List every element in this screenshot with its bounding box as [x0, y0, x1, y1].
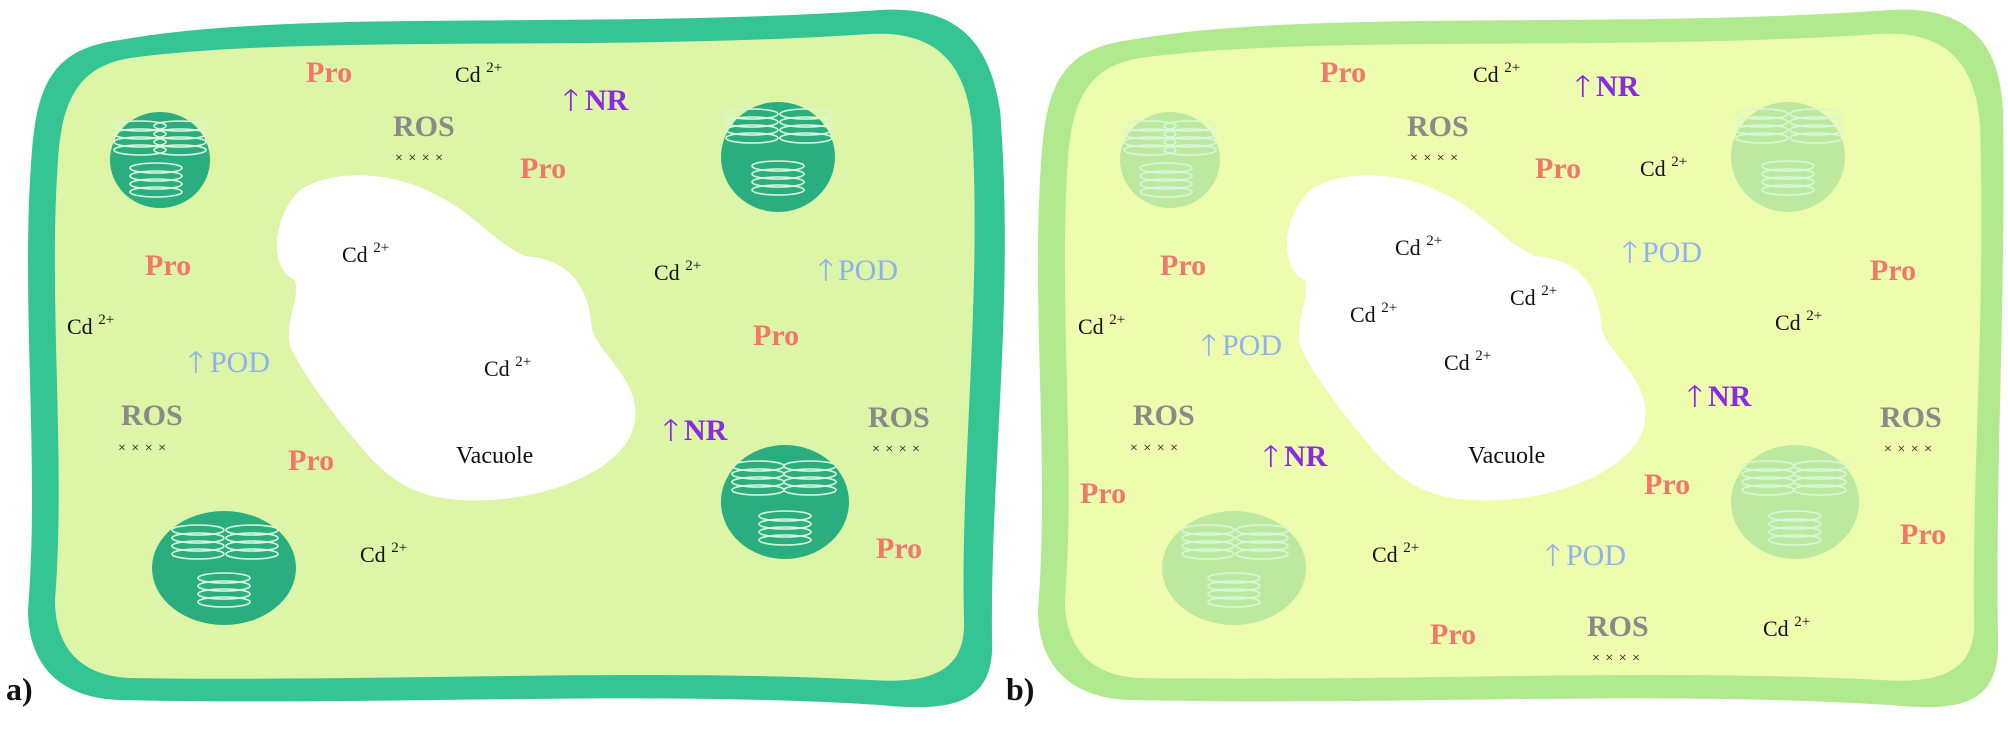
ros-particles: × × × × [1884, 442, 1933, 457]
panel-b-chloroplast-3 [1162, 511, 1306, 625]
ros-label: ROS [1880, 401, 1942, 434]
up-arrow-icon: 🡑 [1545, 539, 1561, 572]
cadmium-ion-label: Cd 2+ [1078, 312, 1125, 339]
pod-label: POD [1222, 329, 1282, 362]
panel-a-chloroplast-1 [110, 112, 210, 208]
cadmium-ion-label: Cd 2+ [1372, 540, 1419, 567]
nr-increase: 🡑 NR [1687, 380, 1752, 413]
nr-label: NR [1708, 380, 1752, 413]
nr-label: NR [1284, 440, 1328, 473]
up-arrow-icon: 🡑 [188, 346, 204, 379]
ros-particles: × × × × [1410, 151, 1459, 166]
cadmium-ion-label: Cd 2+ [1444, 348, 1491, 375]
up-arrow-icon: 🡑 [1201, 329, 1217, 362]
ros-label: ROS [868, 401, 930, 434]
pod-increase: 🡑 POD [818, 254, 898, 287]
pod-increase: 🡑 POD [188, 346, 270, 379]
panel-b-chloroplast-2 [1731, 102, 1845, 212]
ros-particles: × × × × [395, 151, 444, 166]
cadmium-ion-label: Cd 2+ [1640, 154, 1687, 181]
ros-label: ROS [1407, 110, 1469, 143]
ros-group: ROS × × × × [868, 401, 930, 457]
panel-a: Pro Pro Pro Pro Pro Pro ROS × × × × ROS … [6, 9, 1005, 708]
up-arrow-icon: 🡑 [663, 414, 679, 447]
nr-increase: 🡑 NR [1575, 70, 1640, 103]
up-arrow-icon: 🡑 [1263, 440, 1279, 473]
pod-label: POD [1642, 236, 1702, 269]
ros-group: ROS × × × × [393, 110, 455, 166]
cadmium-ion-label: Cd 2+ [342, 240, 389, 267]
panel-b-vacuole [1286, 175, 1646, 501]
pod-label: POD [838, 254, 898, 287]
up-arrow-icon: 🡑 [818, 254, 834, 287]
nr-label: NR [684, 414, 728, 447]
ros-group: ROS × × × × [1130, 399, 1195, 456]
ros-group: ROS × × × × [1587, 610, 1649, 666]
nr-label: NR [585, 84, 629, 117]
panel-a-chloroplast-3 [152, 511, 296, 625]
panel-label: b) [1006, 671, 1034, 707]
pro-label: Pro [306, 56, 352, 89]
ros-particles: × × × × [1130, 441, 1179, 456]
up-arrow-icon: 🡑 [1622, 236, 1638, 269]
pod-increase: 🡑 POD [1545, 539, 1626, 572]
pro-label: Pro [145, 249, 191, 282]
pro-label: Pro [1320, 56, 1366, 89]
ros-group: ROS × × × × [118, 399, 183, 456]
pro-label: Pro [1160, 249, 1206, 282]
pro-label: Pro [1900, 518, 1946, 551]
ros-group: ROS × × × × [1880, 401, 1942, 457]
cadmium-ion-label: Cd 2+ [455, 60, 502, 87]
ros-label: ROS [393, 110, 455, 143]
pro-label: Pro [1644, 468, 1690, 501]
nr-increase: 🡑 NR [563, 84, 629, 117]
panel-label: a) [6, 671, 33, 707]
ros-group: ROS × × × × [1407, 110, 1469, 166]
pro-label: Pro [288, 444, 334, 477]
cadmium-ion-label: Cd 2+ [1395, 233, 1442, 260]
pod-increase: 🡑 POD [1201, 329, 1282, 362]
cadmium-ion-label: Cd 2+ [1775, 308, 1822, 335]
cadmium-ion-label: Cd 2+ [360, 540, 407, 567]
cadmium-ion-label: Cd 2+ [654, 258, 701, 285]
vacuole-label: Vacuole [456, 443, 533, 469]
pod-increase: 🡑 POD [1622, 236, 1702, 269]
ros-label: ROS [1587, 610, 1649, 643]
pod-label: POD [1566, 539, 1626, 572]
ros-label: ROS [121, 399, 183, 432]
up-arrow-icon: 🡑 [1575, 70, 1591, 103]
panel-a-chloroplast-4 [721, 445, 849, 559]
panel-b-chloroplast-4 [1731, 445, 1859, 559]
ros-particles: × × × × [872, 442, 921, 457]
cadmium-ion-label: Cd 2+ [1510, 283, 1557, 310]
nr-increase: 🡑 NR [663, 414, 728, 447]
cadmium-ion-label: Cd 2+ [1350, 300, 1397, 327]
vacuole-label: Vacuole [1468, 443, 1545, 469]
nr-increase: 🡑 NR [1263, 440, 1328, 473]
pro-label: Pro [1535, 152, 1581, 185]
pro-label: Pro [1430, 618, 1476, 651]
cadmium-ion-label: Cd 2+ [67, 312, 114, 339]
cadmium-ion-label: Cd 2+ [1473, 60, 1520, 87]
panel-a-vacuole [276, 175, 636, 501]
up-arrow-icon: 🡑 [1687, 380, 1703, 413]
ros-particles: × × × × [1592, 651, 1641, 666]
up-arrow-icon: 🡑 [563, 84, 579, 117]
pro-label: Pro [1080, 477, 1126, 510]
nr-label: NR [1596, 70, 1640, 103]
pro-label: Pro [876, 532, 922, 565]
panel-b-chloroplast-1 [1120, 112, 1220, 208]
ros-particles: × × × × [118, 441, 167, 456]
panel-a-chloroplast-2 [721, 102, 835, 212]
panel-b: Pro Pro Pro Pro Pro Pro Pro Pro ROS × × … [1006, 9, 2004, 708]
pod-label: POD [210, 346, 270, 379]
pro-label: Pro [753, 319, 799, 352]
cadmium-ion-label: Cd 2+ [1763, 614, 1810, 641]
pro-label: Pro [520, 152, 566, 185]
cadmium-ion-label: Cd 2+ [484, 354, 531, 381]
pro-label: Pro [1870, 254, 1916, 287]
ros-label: ROS [1133, 399, 1195, 432]
